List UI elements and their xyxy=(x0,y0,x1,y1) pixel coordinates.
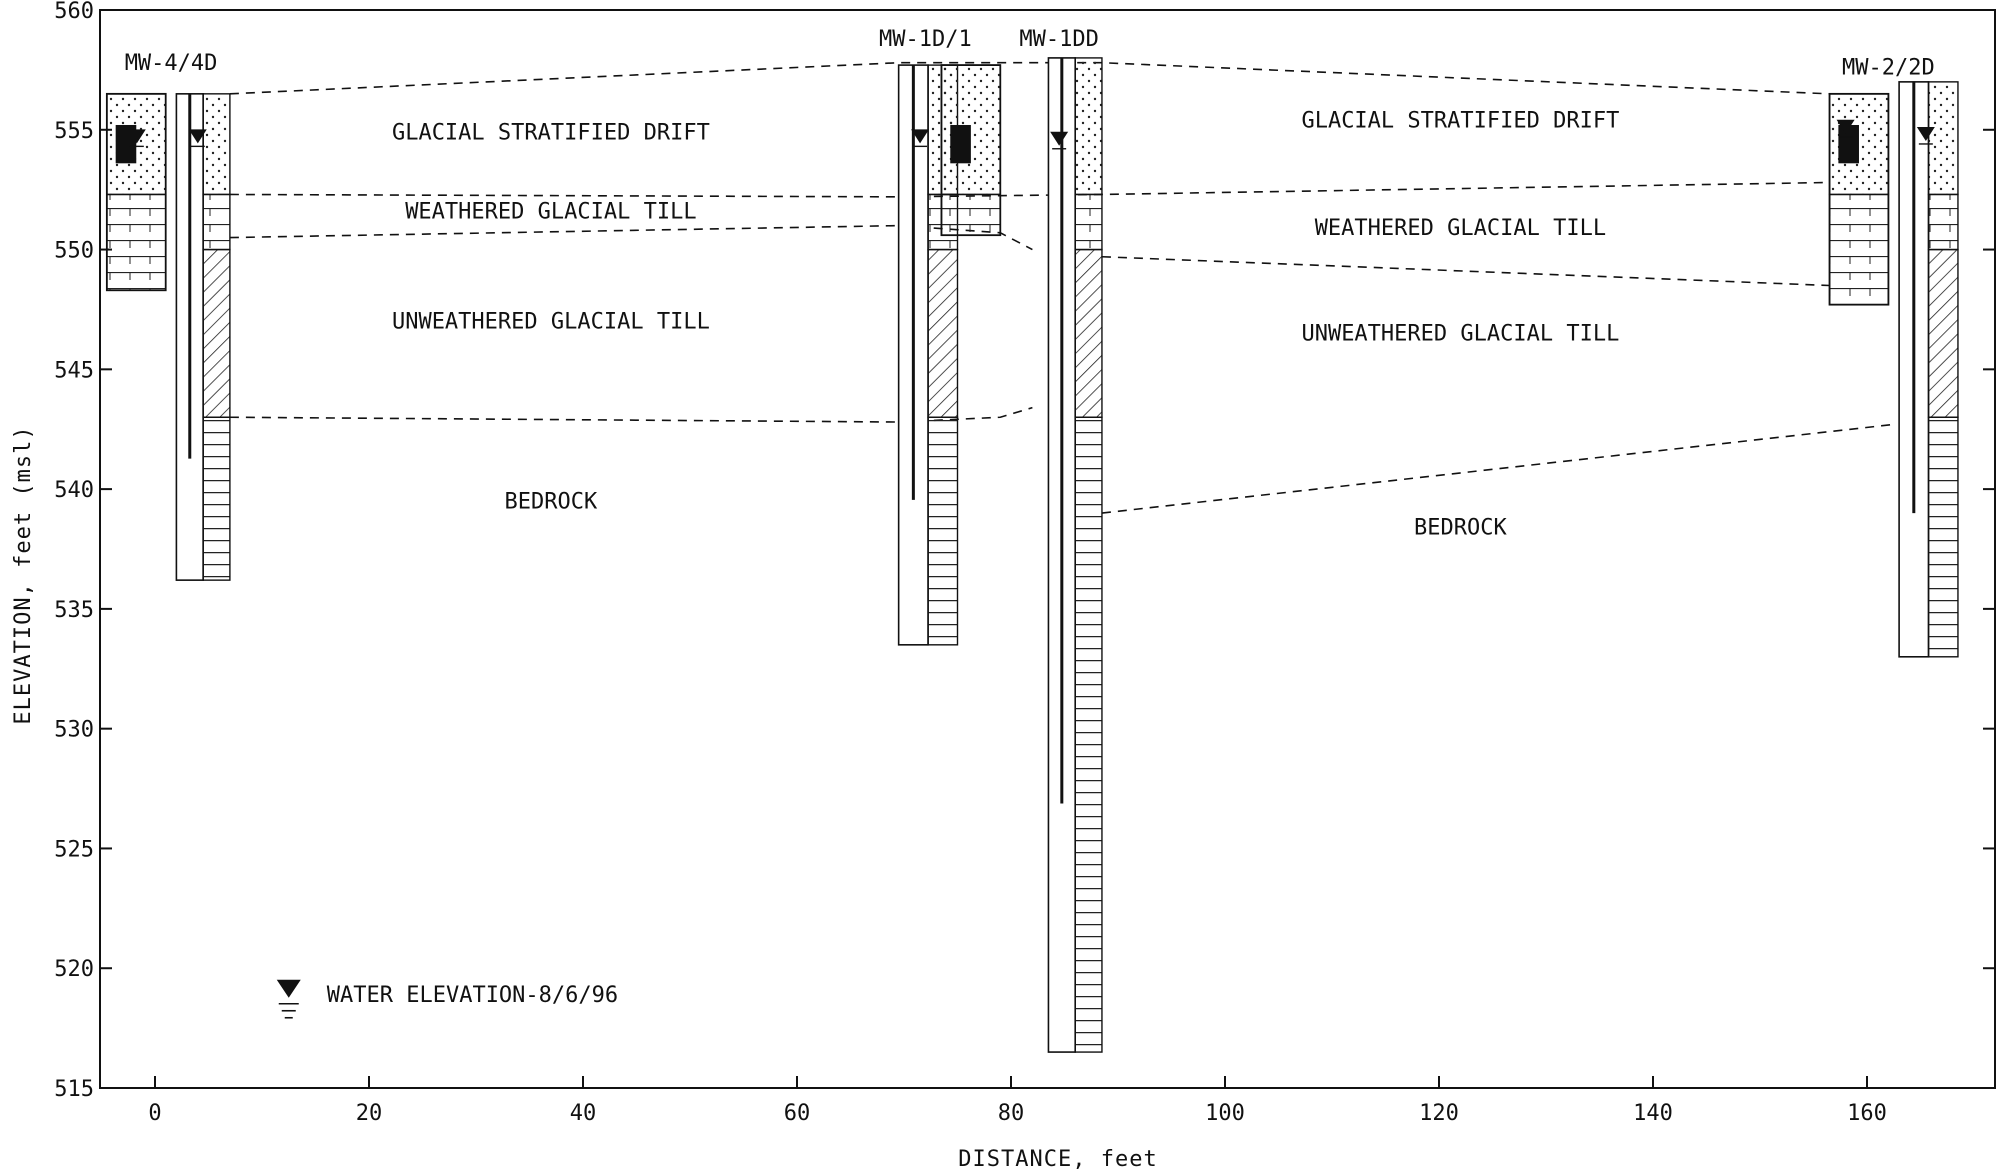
unit-label: BEDROCK xyxy=(505,489,598,514)
axes: 515 520 525 530 535 540 545 550 555 560 0 20 40 60 80 1… xyxy=(54,0,1995,1126)
unit-label: WEATHERED GLACIAL TILL xyxy=(405,199,696,224)
x-tick-label: 140 xyxy=(1633,1101,1673,1126)
contact-line xyxy=(229,61,1830,95)
y-tick-label: 535 xyxy=(54,598,94,623)
contact-line xyxy=(1101,255,1830,287)
x-tick-label: 160 xyxy=(1847,1101,1887,1126)
unit-label: UNWEATHERED GLACIAL TILL xyxy=(392,310,710,335)
well-columns: MW-4/4D MW-1D/1 MW-1DD MW-2/2D xyxy=(105,27,1959,1053)
unit-label: GLACIAL STRATIFIED DRIFT xyxy=(1301,108,1619,133)
well-outline xyxy=(1828,92,1890,306)
x-tick-label: 80 xyxy=(998,1101,1025,1126)
lithology-segment xyxy=(1927,416,1959,658)
well-label: MW-1DD xyxy=(1019,27,1098,52)
y-tick-label: 540 xyxy=(54,478,94,503)
lithology-segment xyxy=(106,193,167,291)
contact-line xyxy=(229,224,1033,251)
water-level-marker xyxy=(188,129,207,144)
x-tick-label: 100 xyxy=(1205,1101,1245,1126)
well-screen xyxy=(115,124,137,164)
contact-line xyxy=(229,406,1033,423)
x-tick-label: 20 xyxy=(356,1101,383,1126)
lithology-segment xyxy=(1074,57,1103,196)
x-axis-title: DISTANCE, feet xyxy=(958,1147,1157,1172)
x-tick-label: 0 xyxy=(148,1101,161,1126)
lithology-segment xyxy=(1828,193,1890,306)
x-tick-label: 60 xyxy=(784,1101,811,1126)
well-label: MW-4/4D xyxy=(125,51,218,76)
lithology-segment xyxy=(1074,193,1103,251)
well-outline xyxy=(105,92,167,292)
lithology-segment xyxy=(202,93,231,196)
well-label: MW-2/2D xyxy=(1842,56,1935,81)
plot-frame xyxy=(99,9,1996,1089)
water-level-marker xyxy=(1836,119,1855,134)
water-level-marker xyxy=(1916,126,1935,141)
lithology-segment xyxy=(202,416,231,581)
y-tick-label: 560 xyxy=(54,0,94,24)
lithology-segment xyxy=(202,193,231,251)
contact-line xyxy=(229,181,1830,198)
unit-label: BEDROCK xyxy=(1414,516,1507,541)
water-level-marker xyxy=(127,129,146,144)
y-tick-label: 530 xyxy=(54,718,94,743)
well-screen xyxy=(950,124,971,164)
unit-label: WEATHERED GLACIAL TILL xyxy=(1315,216,1606,241)
unit-label: GLACIAL STRATIFIED DRIFT xyxy=(392,120,710,145)
well-label: MW-1D/1 xyxy=(879,27,972,52)
y-tick-label: 515 xyxy=(54,1077,94,1102)
lithology-segment xyxy=(1927,248,1959,418)
legend-label: WATER ELEVATION-8/6/96 xyxy=(327,983,618,1008)
lithology-segment xyxy=(202,248,231,418)
y-tick-label: 545 xyxy=(54,358,94,383)
unit-label: UNWEATHERED GLACIAL TILL xyxy=(1301,322,1619,347)
y-axis-title: ELEVATION, feet (msl) xyxy=(11,425,36,724)
lithology-segment xyxy=(927,416,959,646)
y-tick-label: 525 xyxy=(54,837,94,862)
well-outline xyxy=(940,64,1002,237)
lithology-segment xyxy=(1927,81,1959,196)
lithology-segment xyxy=(940,193,1002,236)
legend: WATER ELEVATION-8/6/96 xyxy=(276,979,618,1019)
y-tick-label: 550 xyxy=(54,239,94,264)
y-tick-label: 555 xyxy=(54,119,94,144)
contact-line xyxy=(1101,423,1894,514)
legend-water-icon xyxy=(276,979,301,998)
lithology-segment xyxy=(1074,248,1103,418)
lithology-segment xyxy=(927,248,959,418)
well-screen xyxy=(1838,124,1859,164)
water-level-marker xyxy=(1050,131,1069,146)
y-tick-label: 520 xyxy=(54,957,94,982)
lithology-segment xyxy=(1927,193,1959,251)
x-tick-label: 120 xyxy=(1419,1101,1459,1126)
lithology-segment xyxy=(1074,416,1103,1053)
water-level-marker xyxy=(911,129,930,144)
unit-labels: GLACIAL STRATIFIED DRIFT WEATHERED GLACIA… xyxy=(392,108,1619,540)
x-tick-label: 40 xyxy=(570,1101,597,1126)
